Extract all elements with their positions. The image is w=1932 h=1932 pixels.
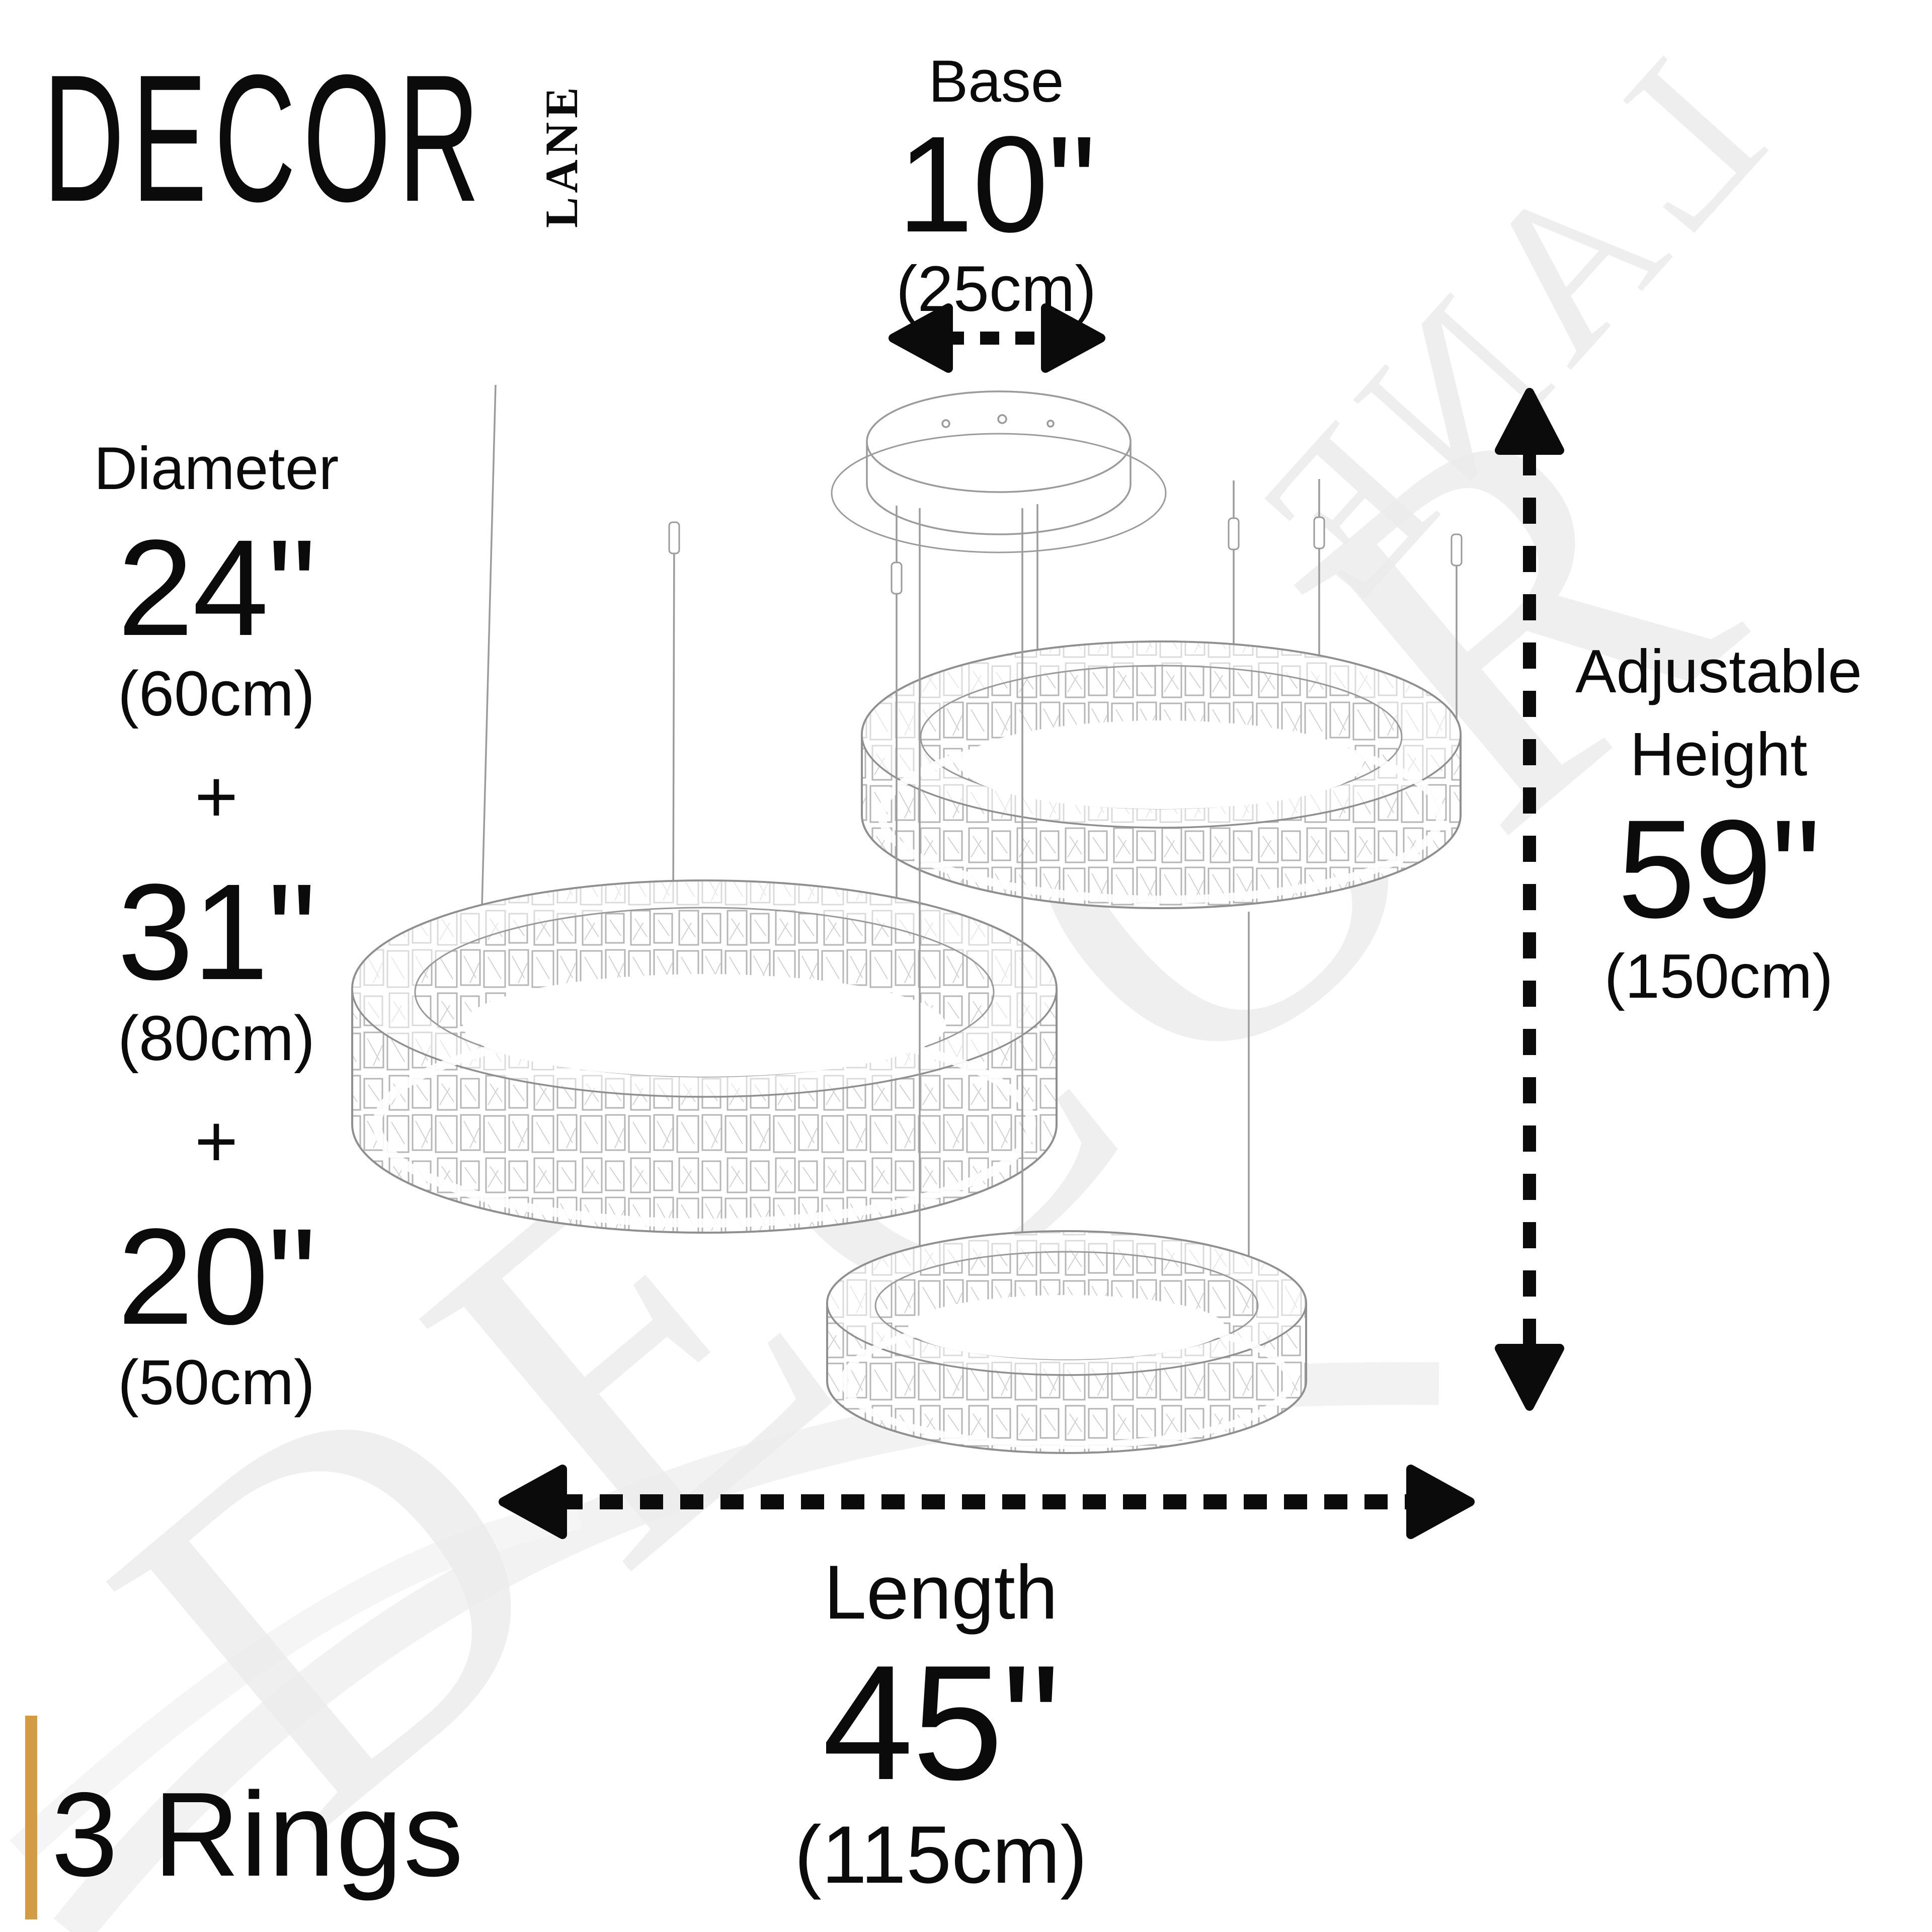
- diameter-ring1-inches: 24": [117, 511, 316, 664]
- length-inches: 45": [822, 1631, 1061, 1814]
- diameter-ring3-cm: (50cm): [117, 1347, 315, 1418]
- height-inches: 59": [1618, 790, 1821, 947]
- crystal-ring-bottom: [826, 1230, 1307, 1454]
- length-cm: (115cm): [794, 1809, 1088, 1901]
- height-cm: (150cm): [1604, 942, 1833, 1012]
- length-label: Length: [824, 1550, 1058, 1635]
- crystal-ring-middle: [351, 879, 1058, 1234]
- base-label: Base: [928, 48, 1064, 115]
- brand-logo-lane: LANE: [536, 83, 587, 228]
- crystal-ring-top: [861, 640, 1462, 909]
- ceiling-canopy: [831, 390, 1167, 553]
- length-arrow: [499, 1465, 1475, 1539]
- base-cm: (25cm): [896, 253, 1097, 326]
- base-inches: 10": [897, 107, 1096, 261]
- diameter-ring3-inches: 20": [117, 1199, 316, 1353]
- diameter-label: Diameter: [94, 435, 339, 502]
- base-dimension: Base 10" (25cm): [810, 49, 1182, 325]
- gold-accent-bar: [25, 1716, 37, 1919]
- suspension-cables-lower: [919, 508, 1250, 1314]
- rings-count-label: 3 Rings: [51, 1768, 464, 1901]
- brand-logo: DECOR LANE: [43, 47, 587, 228]
- base-width-arrow: [889, 303, 1105, 373]
- cable-fittings: [668, 516, 1463, 595]
- brand-logo-decor: DECOR: [43, 36, 487, 239]
- height-arrow: [1495, 388, 1564, 1411]
- length-dimension: Length 45" (115cm): [714, 1549, 1167, 1902]
- plus-separator: +: [194, 755, 238, 839]
- height-dimension: Adjustable Height 59" (150cm): [1543, 630, 1895, 1011]
- diameter-ring2-cm: (80cm): [117, 1002, 315, 1074]
- diameter-ring2-inches: 31": [117, 855, 316, 1009]
- diameter-ring1-cm: (60cm): [117, 658, 315, 730]
- height-label-line1: Adjustable: [1575, 637, 1862, 705]
- diameter-dimension: Diameter 24" (60cm) + 31" (80cm) + 20" (…: [50, 434, 382, 1419]
- plus-separator: +: [194, 1099, 238, 1183]
- height-label-line2: Height: [1630, 719, 1808, 788]
